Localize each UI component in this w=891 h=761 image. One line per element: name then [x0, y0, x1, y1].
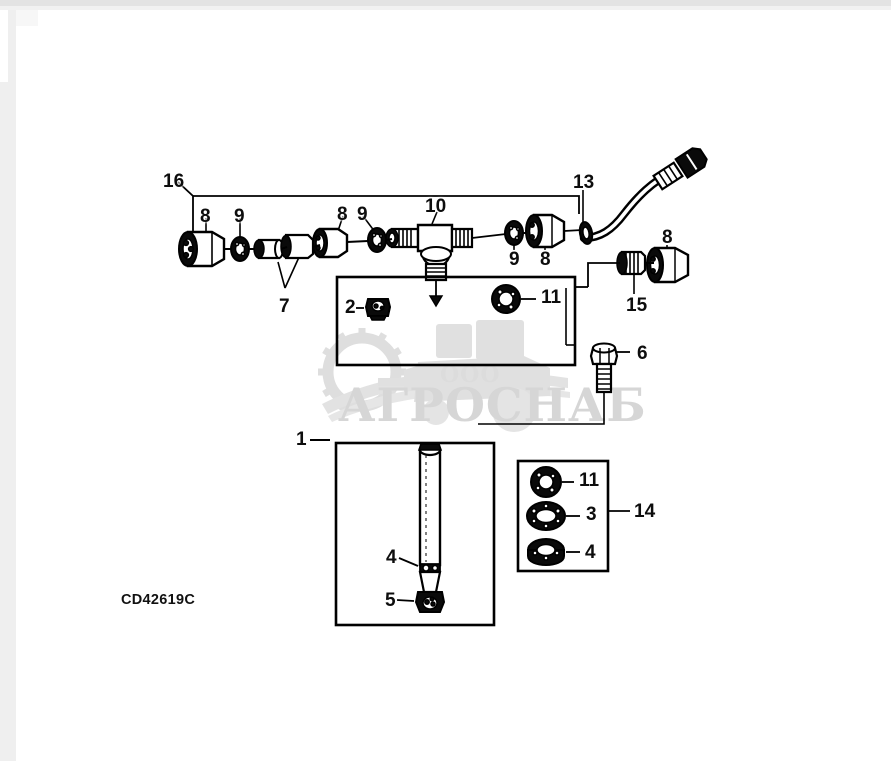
callout-5[interactable]: 5	[385, 590, 396, 611]
drawing-id-label: CD42619C	[121, 592, 196, 608]
callout-7[interactable]: 7	[279, 296, 290, 317]
callout-8-left[interactable]: 8	[200, 206, 211, 227]
callout-11-box[interactable]: 11	[541, 287, 562, 308]
callout-11-kit[interactable]: 11	[579, 470, 600, 491]
viewer-frame-left	[0, 10, 16, 761]
callout-15[interactable]: 15	[626, 295, 648, 316]
callout-13[interactable]: 13	[573, 172, 595, 193]
callout-9-midright[interactable]: 9	[509, 249, 520, 270]
callout-4-cyl[interactable]: 4	[386, 547, 397, 568]
viewer-frame-top	[0, 0, 891, 6]
callout-8-midright[interactable]: 8	[540, 249, 551, 270]
callout-14[interactable]: 14	[634, 501, 656, 522]
callout-8-right[interactable]: 8	[662, 227, 673, 248]
callout-10[interactable]: 10	[425, 196, 447, 217]
callout-6[interactable]: 6	[637, 343, 648, 364]
watermark-agrosnab: ООО АГРОСНАБ	[318, 318, 646, 448]
viewer-frame-left-panel	[0, 10, 8, 82]
callout-3[interactable]: 3	[586, 504, 597, 525]
callout-8-midleft[interactable]: 8	[337, 204, 348, 225]
callout-9-left[interactable]: 9	[234, 206, 245, 227]
callout-1[interactable]: 1	[296, 429, 307, 450]
callout-4-kit[interactable]: 4	[585, 542, 596, 563]
watermark-logo-icon	[318, 320, 570, 432]
watermark-line2: АГРОСНАБ	[338, 378, 647, 432]
callout-2[interactable]: 2	[345, 297, 356, 318]
watermark-line1: ООО	[440, 362, 501, 388]
callout-9-midleft[interactable]: 9	[357, 204, 368, 225]
viewer-frame-top-secondary	[0, 6, 891, 10]
callout-16[interactable]: 16	[163, 171, 185, 192]
viewer-frame-left-inner	[16, 10, 40, 250]
viewer-frame-tab	[16, 10, 38, 26]
